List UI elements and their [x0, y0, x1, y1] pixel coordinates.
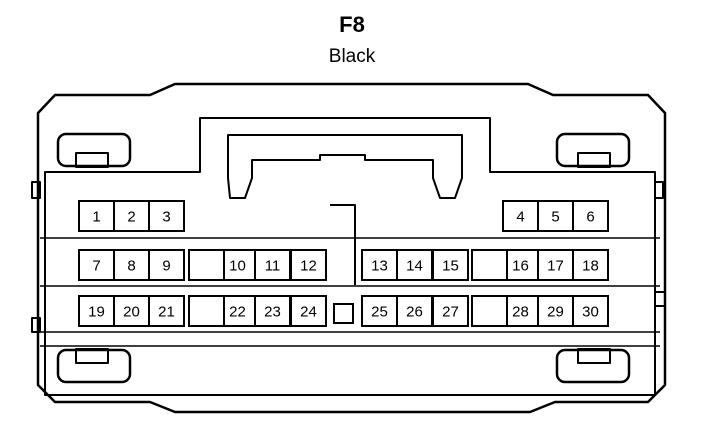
- top-right-latch-tab: [577, 152, 611, 168]
- pin-6-label: 6: [586, 209, 594, 226]
- top-left-latch-clip: [56, 132, 132, 168]
- right-side-tab-lower: [654, 291, 666, 307]
- pin-9-cell: [148, 249, 185, 281]
- pin-12-label: 12: [300, 258, 317, 275]
- pin-26-label: 26: [406, 304, 423, 321]
- pin-5-label: 5: [551, 209, 559, 226]
- pin-24-label: 24: [300, 304, 317, 321]
- pin-1-label: 1: [92, 209, 100, 226]
- pin-3-label: 3: [162, 209, 170, 226]
- pin-26-cell: [396, 295, 433, 327]
- pin-5-cell: [537, 200, 574, 232]
- connector-inner-body: [44, 117, 656, 396]
- pin-23-cell: [254, 295, 291, 327]
- pin-28-label: 28: [512, 304, 529, 321]
- pin-17-label: 17: [547, 258, 564, 275]
- pin-1-cell: [78, 200, 115, 232]
- pin-30-label: 30: [582, 304, 599, 321]
- pin-25-cell: [361, 295, 398, 327]
- pin-15-cell: [432, 249, 469, 281]
- connector-housing-outline: [36, 82, 667, 414]
- polarity-key: [333, 303, 354, 324]
- blank-cavity-row3-2: [471, 295, 508, 327]
- bottom-left-latch-clip: [56, 348, 132, 384]
- pin-6-cell: [572, 200, 609, 232]
- connector-name: F8: [339, 12, 365, 37]
- pin-8-cell: [113, 249, 150, 281]
- pin-2-label: 2: [127, 209, 135, 226]
- pin-30-cell: [572, 295, 609, 327]
- pin-23-label: 23: [264, 304, 281, 321]
- pin-21-label: 21: [158, 304, 175, 321]
- pin-18-label: 18: [582, 258, 599, 275]
- pin-16-cell: [502, 249, 539, 281]
- pin-29-label: 29: [547, 304, 564, 321]
- blank-cavity-row2-1: [188, 249, 225, 281]
- left-side-tab-upper: [31, 181, 41, 199]
- pin-9-label: 9: [162, 258, 170, 275]
- pin-2-cell: [113, 200, 150, 232]
- pin-18-cell: [572, 249, 609, 281]
- pin-16-label: 16: [512, 258, 529, 275]
- top-left-latch-tab: [75, 152, 109, 168]
- pin-24-cell: [290, 295, 327, 327]
- blank-cavity-row3-1: [188, 295, 225, 327]
- pin-19-label: 19: [88, 304, 105, 321]
- pin-22-label: 22: [229, 304, 246, 321]
- bottom-right-latch-tab: [577, 348, 611, 364]
- pin-14-cell: [396, 249, 433, 281]
- right-side-tab-upper: [654, 181, 664, 199]
- pin-21-cell: [148, 295, 185, 327]
- pin-12-cell: [290, 249, 327, 281]
- pin-13-label: 13: [371, 258, 388, 275]
- pin-11-label: 11: [265, 258, 281, 275]
- pin-20-label: 20: [123, 304, 140, 321]
- pin-17-cell: [537, 249, 574, 281]
- pin-15-label: 15: [442, 258, 459, 275]
- pin-27-cell: [432, 295, 469, 327]
- pin-14-label: 14: [406, 258, 423, 275]
- blank-cavity-row2-2: [471, 249, 508, 281]
- pin-8-label: 8: [127, 258, 135, 275]
- top-right-latch-clip: [555, 132, 631, 168]
- pin-7-label: 7: [92, 258, 100, 275]
- pin-13-cell: [361, 249, 398, 281]
- latch-cavity: [227, 134, 463, 199]
- connector-color-label: Black: [328, 46, 376, 67]
- pin-4-label: 4: [516, 209, 524, 226]
- left-side-tab-lower: [31, 317, 41, 333]
- pin-27-label: 27: [442, 304, 459, 321]
- bottom-right-latch-clip: [555, 348, 631, 384]
- pin-4-cell: [502, 200, 539, 232]
- pin-25-label: 25: [371, 304, 388, 321]
- bottom-left-latch-tab: [75, 348, 109, 364]
- pin-7-cell: [78, 249, 115, 281]
- pin-3-cell: [148, 200, 185, 232]
- pin-10-label: 10: [229, 258, 246, 275]
- center-divider: [330, 204, 356, 285]
- pin-22-cell: [219, 295, 256, 327]
